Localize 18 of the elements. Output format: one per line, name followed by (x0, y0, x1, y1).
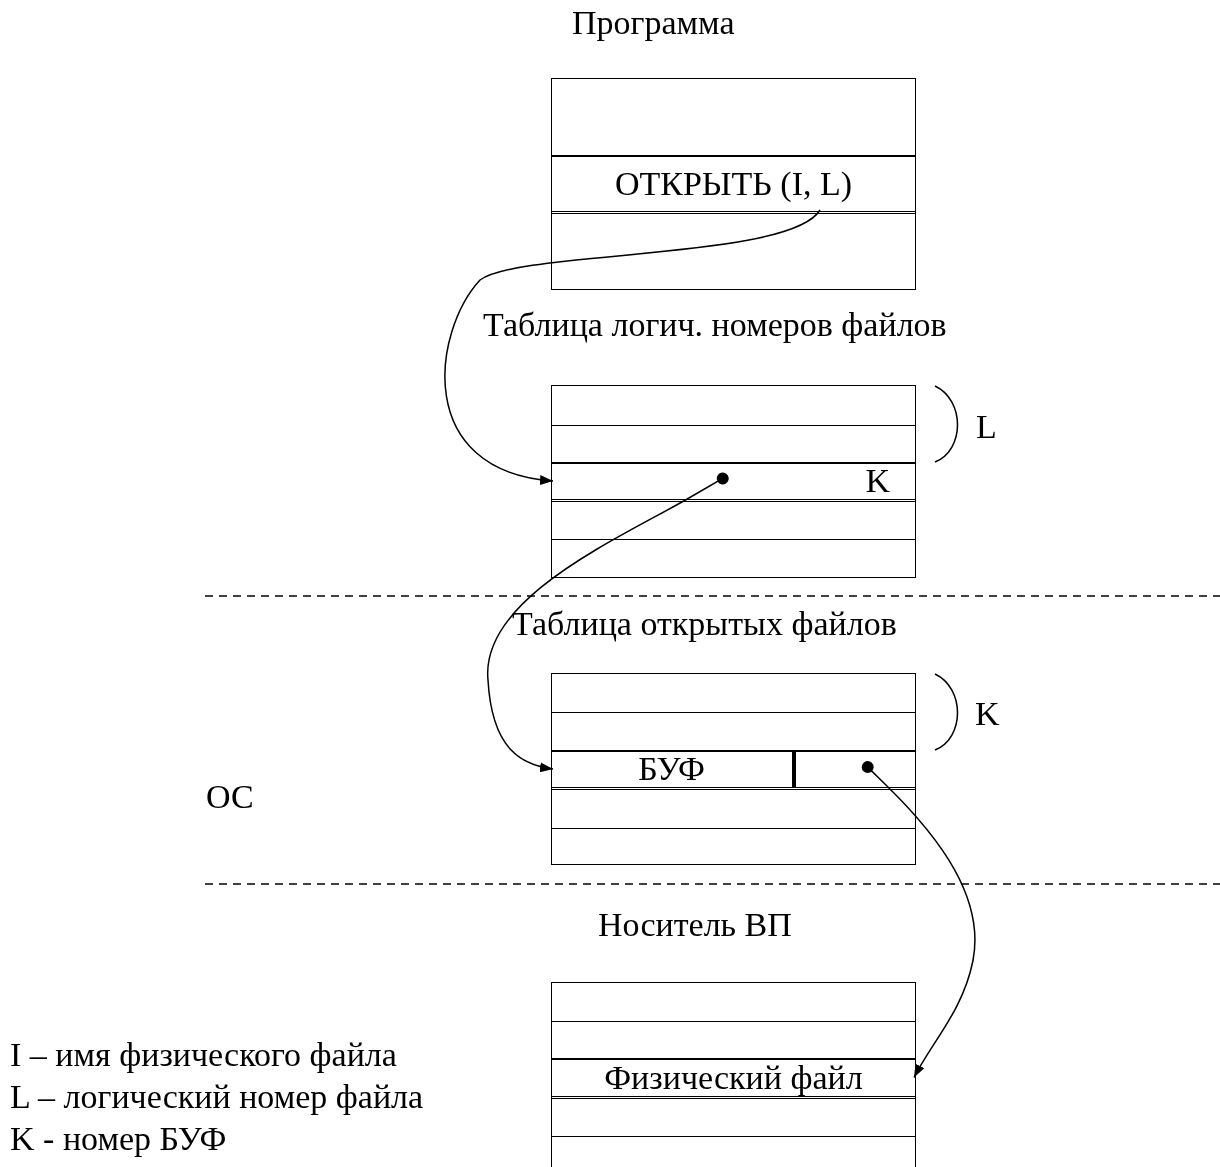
pointer-cell (795, 750, 916, 788)
legend-note: L – логический номер файла (10, 1078, 424, 1116)
bracket-label: K (975, 695, 1000, 733)
table-row: Физический файл (551, 1058, 916, 1097)
table-row: БУФ (551, 750, 795, 788)
bracket-label: L (976, 408, 997, 446)
table-title: Таблица открытых файлов (512, 605, 897, 643)
legend-note: I – имя физического файла (10, 1036, 397, 1074)
table-title: Таблица логич. номеров файлов (483, 306, 947, 344)
legend-note: K - номер БУФ (10, 1120, 227, 1158)
table-title: Программа (572, 4, 735, 42)
arrow (444, 209, 821, 484)
zone-label: ОС (206, 778, 254, 816)
arrow (861, 760, 976, 1079)
table-row: K (551, 462, 916, 500)
arrow (487, 472, 730, 772)
table-row: ОТКРЫТЬ (I, L) (551, 155, 916, 212)
table-title: Носитель ВП (598, 906, 792, 944)
